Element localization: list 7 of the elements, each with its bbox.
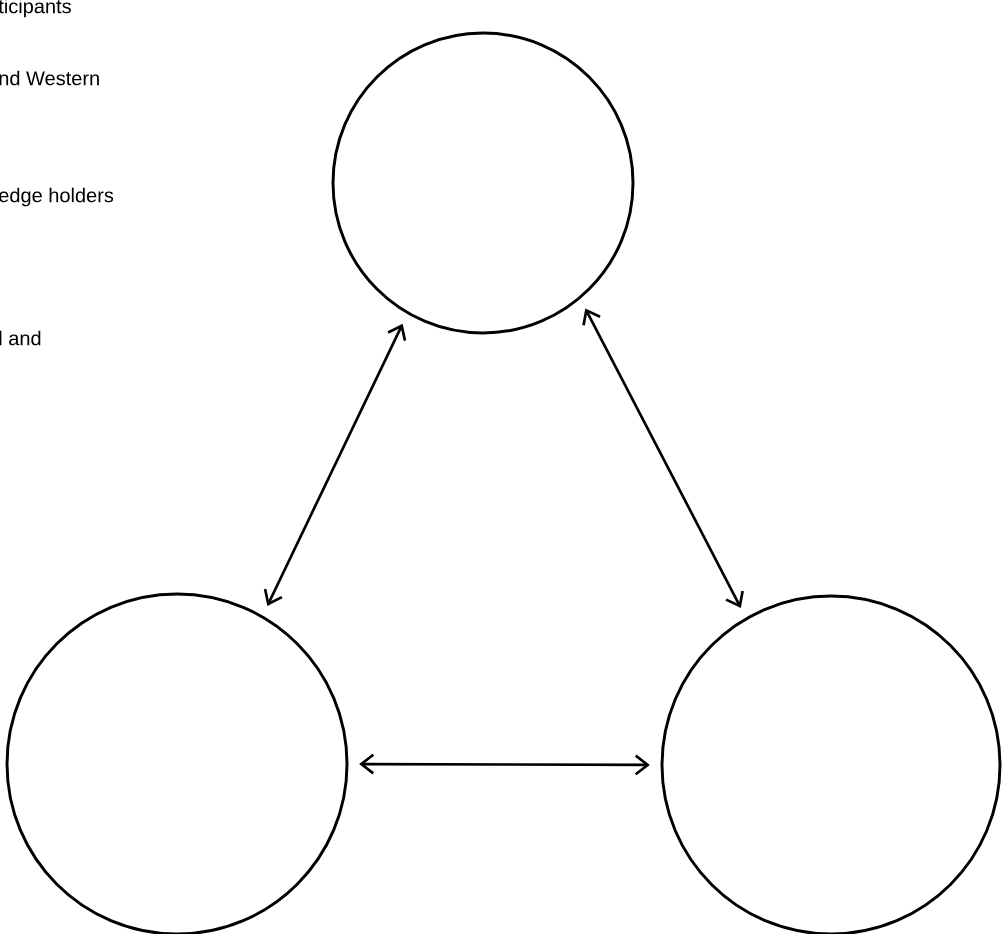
circle — [331, 31, 635, 335]
arrow — [582, 308, 744, 608]
text-line: nd Western — [0, 70, 99, 86]
text-line: l and — [0, 330, 41, 346]
arrow — [263, 323, 407, 606]
arrow — [359, 753, 650, 776]
text-line: edge holders — [0, 187, 114, 207]
